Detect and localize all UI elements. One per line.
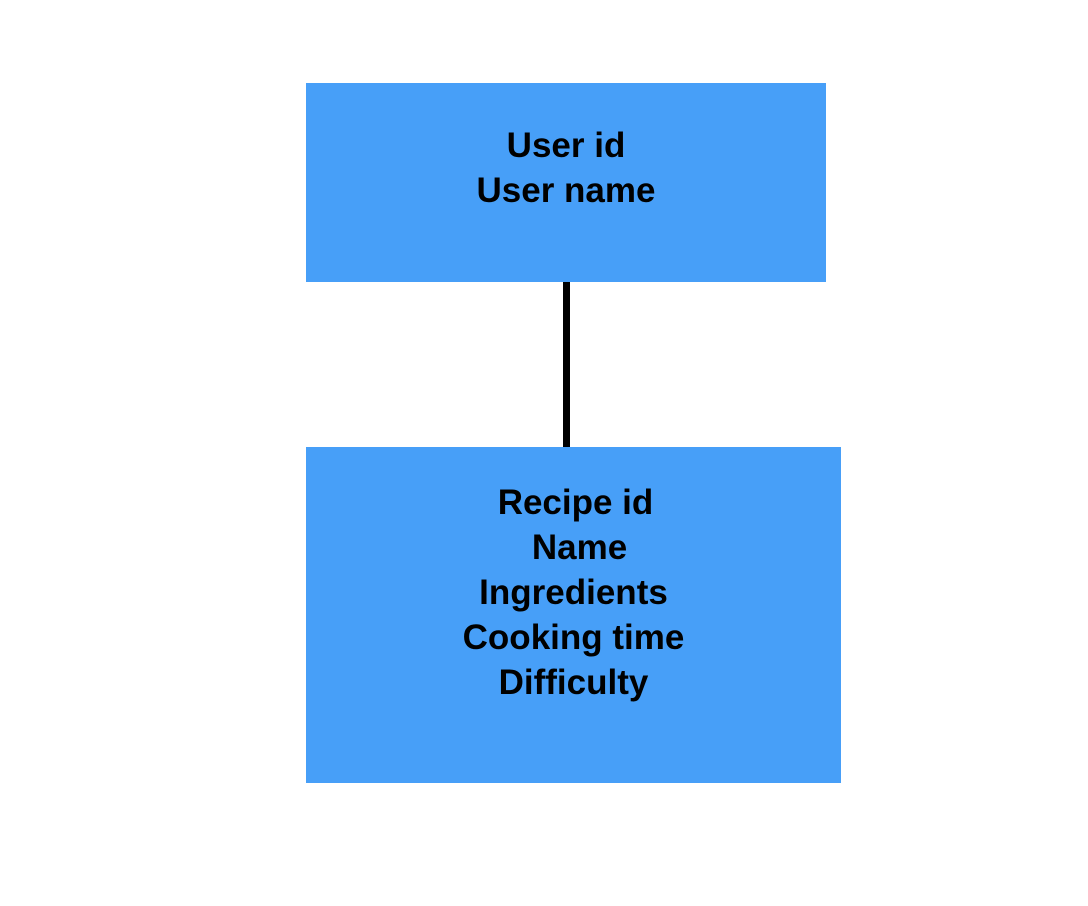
recipe-cooking-time-field: Cooking time [462,617,685,657]
recipe-name-field: Name [531,527,628,567]
user-entity-box: User id User name [306,83,826,282]
relationship-connector [563,282,570,447]
recipe-difficulty-field: Difficulty [498,662,649,702]
recipe-id-field: Recipe id [497,482,654,522]
recipe-ingredients-field: Ingredients [479,572,668,612]
recipe-entity-box: Recipe id Name Ingredients Cooking time … [306,447,841,783]
user-id-field: User id [506,125,626,165]
user-name-field: User name [476,170,656,210]
